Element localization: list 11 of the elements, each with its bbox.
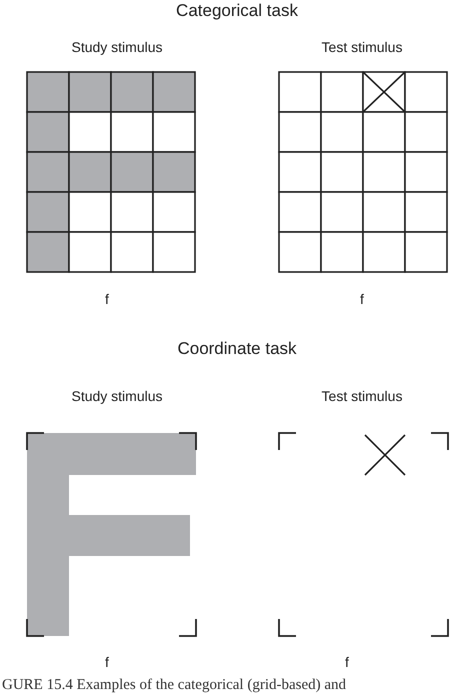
section-title: Categorical task — [176, 2, 298, 19]
panel-heading: Study stimulus — [71, 40, 163, 54]
panel-heading: Study stimulus — [71, 389, 163, 403]
figure-caption: GURE 15.4 Examples of the categorical (grid-based) and — [2, 678, 346, 693]
panel-heading: Test stimulus — [322, 40, 402, 54]
panel-heading: Test stimulus — [322, 389, 402, 403]
section-title: Coordinate task — [177, 340, 297, 357]
figure-letter: f — [105, 655, 109, 669]
figure-letter: f — [345, 655, 349, 669]
figure-letter: f — [360, 292, 364, 306]
figure-letter: f — [105, 292, 109, 306]
